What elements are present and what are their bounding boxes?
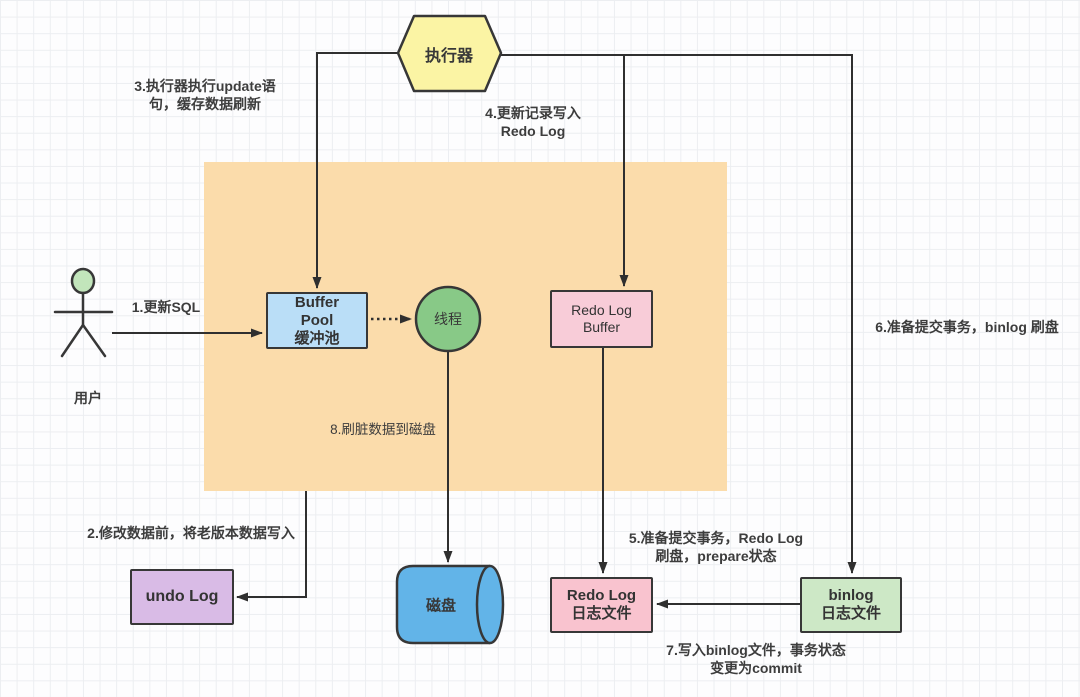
buffer-pool-node: Buffer Pool 缓冲池 <box>266 292 368 349</box>
undo-log-label: undo Log <box>145 588 219 606</box>
note-step7-line2: 变更为commit <box>710 660 802 676</box>
thread-circle <box>414 285 482 353</box>
redo-log-buffer-label-line1: Redo Log <box>571 302 632 319</box>
binlog-file-label-line2: 日志文件 <box>820 605 881 622</box>
binlog-file-node: binlog 日志文件 <box>800 577 902 633</box>
user-label: 用户 <box>74 390 102 406</box>
redo-log-buffer-label-line2: Buffer <box>582 319 621 335</box>
disk-label: 磁盘 <box>425 597 457 615</box>
redo-log-file-label-line1: Redo Log <box>566 587 637 604</box>
undo-log-node: undo Log <box>130 569 234 625</box>
note-step5-line1: 5.准备提交事务，Redo Log <box>628 530 804 546</box>
edge-workspace-to-undo-log <box>236 491 307 602</box>
disk-body <box>395 564 490 645</box>
note-step4-redo-write: 4.更新记录写入 Redo Log <box>453 104 613 140</box>
buffer-pool-label-line3: 缓冲池 <box>294 329 340 347</box>
edge-executor-to-buffer-pool <box>312 52 398 289</box>
buffer-pool-label-line2: Pool <box>300 311 334 329</box>
thread-label: 线程 <box>434 311 462 327</box>
user-legs <box>60 323 107 358</box>
note-step7-commit: 7.写入binlog文件，事务状态 变更为commit <box>646 641 866 677</box>
redo-log-file-label-line2: 日志文件 <box>571 605 632 622</box>
buffer-pool-label-line1: Buffer <box>294 293 340 311</box>
user-head <box>70 267 96 295</box>
note-step1-update-sql: 1.更新SQL <box>131 299 201 315</box>
executor-label: 执行器 <box>424 48 474 65</box>
note-step8-flush-dirty-pages: 8.刷脏数据到磁盘 <box>330 422 436 437</box>
redo-log-file-node: Redo Log 日志文件 <box>550 577 653 633</box>
note-step4-line2: Redo Log <box>500 123 566 139</box>
note-step4-line1: 4.更新记录写入 <box>485 105 581 121</box>
disk-end-cap <box>475 564 505 645</box>
note-step2-undo-write: 2.修改数据前，将老版本数据写入 <box>87 525 295 541</box>
note-step3-line2: 句，缓存数据刷新 <box>149 96 261 112</box>
user-stick-figure <box>53 267 114 358</box>
note-step6-binlog-flush: 6.准备提交事务，binlog 刷盘 <box>875 319 1059 335</box>
note-step5-line2: 刷盘，prepare状态 <box>655 548 777 564</box>
executor-hexagon <box>396 14 503 93</box>
note-step3-line1: 3.执行器执行update语 <box>134 78 276 94</box>
note-step3-executor-update: 3.执行器执行update语 句，缓存数据刷新 <box>115 77 295 113</box>
note-step5-redo-flush-prepare: 5.准备提交事务，Redo Log 刷盘，prepare状态 <box>606 529 826 565</box>
redo-log-buffer-node: Redo Log Buffer <box>550 290 653 348</box>
disk-cylinder <box>395 564 505 645</box>
binlog-file-label-line1: binlog <box>828 587 874 604</box>
edge-executor-to-binlog-file <box>624 54 857 574</box>
note-step7-line1: 7.写入binlog文件，事务状态 <box>666 642 846 658</box>
